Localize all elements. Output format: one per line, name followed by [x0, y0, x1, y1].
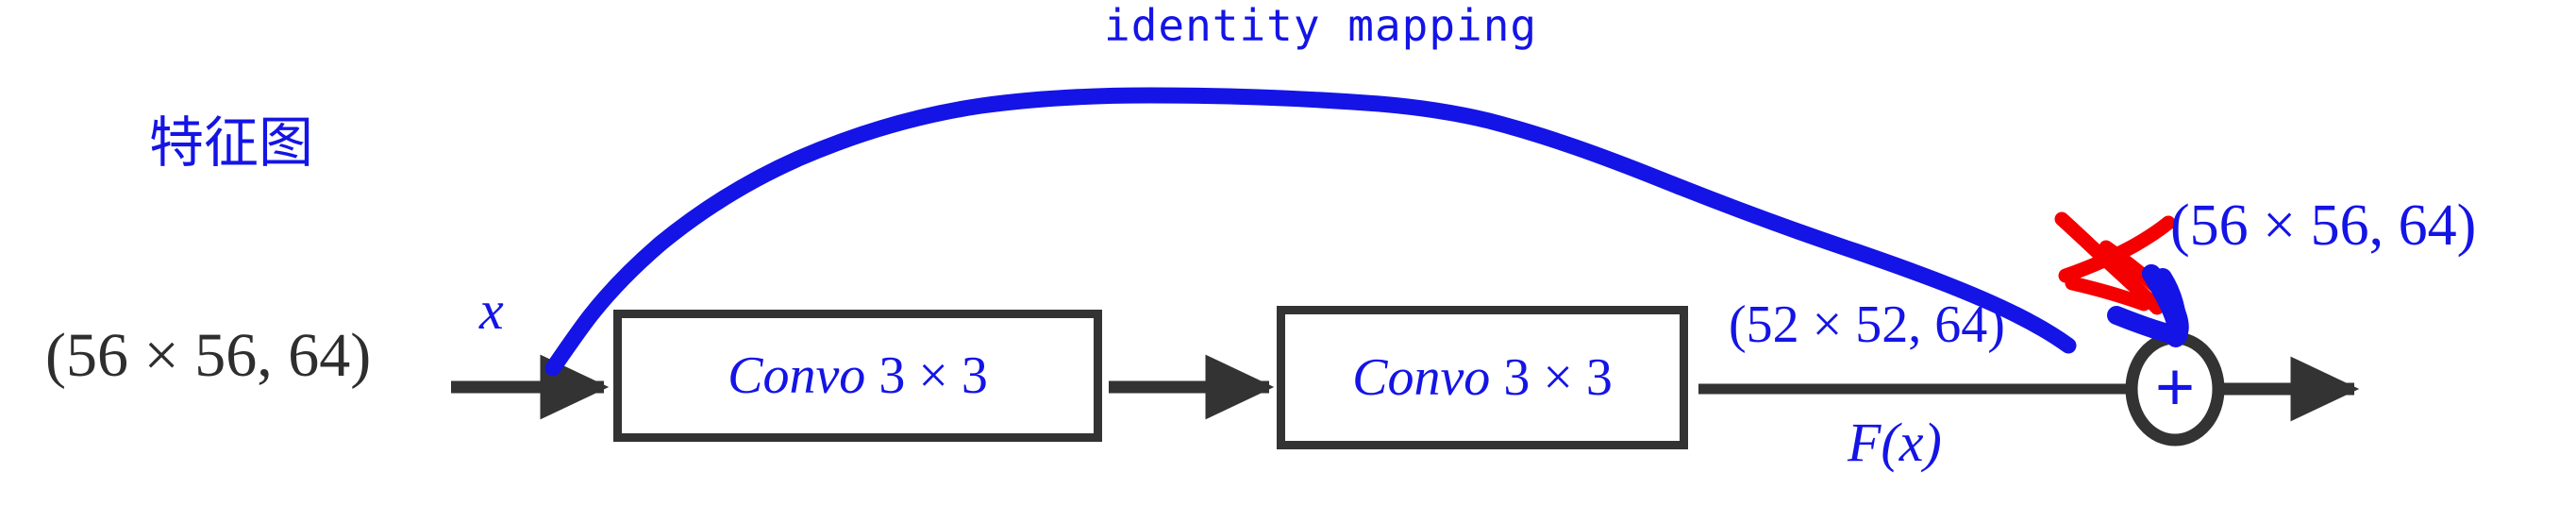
conv-block-1-label: Convo 3 × 3	[728, 346, 988, 406]
red-crossout-icon	[2054, 211, 2176, 315]
conv-block-2[interactable]: Convo 3 × 3	[1277, 306, 1688, 449]
conv-block-1-dims: 3 × 3	[878, 346, 988, 405]
conv-block-1[interactable]: Convo 3 × 3	[613, 310, 1102, 442]
input-shape-label: (56 × 56, 64)	[45, 321, 372, 390]
skip-shape-label: (56 × 56, 64)	[2170, 194, 2477, 258]
residual-output-shape-label: (52 × 52, 64)	[1729, 295, 2005, 354]
identity-variable-label: x	[479, 279, 504, 341]
feature-map-label: 特征图	[149, 110, 314, 175]
conv-block-2-label: Convo 3 × 3	[1352, 347, 1613, 408]
conv-block-2-dims: 3 × 3	[1503, 348, 1613, 407]
conv-block-1-op: Convo	[728, 346, 866, 405]
identity-mapping-curve	[544, 87, 2077, 377]
conv-block-2-op: Convo	[1352, 348, 1491, 407]
sum-operator-label: +	[2154, 349, 2196, 426]
skip-input-arrow	[2107, 264, 2189, 347]
identity-mapping-label: identity mapping	[1104, 0, 1538, 51]
residual-function-label: F(x)	[1848, 412, 1942, 473]
